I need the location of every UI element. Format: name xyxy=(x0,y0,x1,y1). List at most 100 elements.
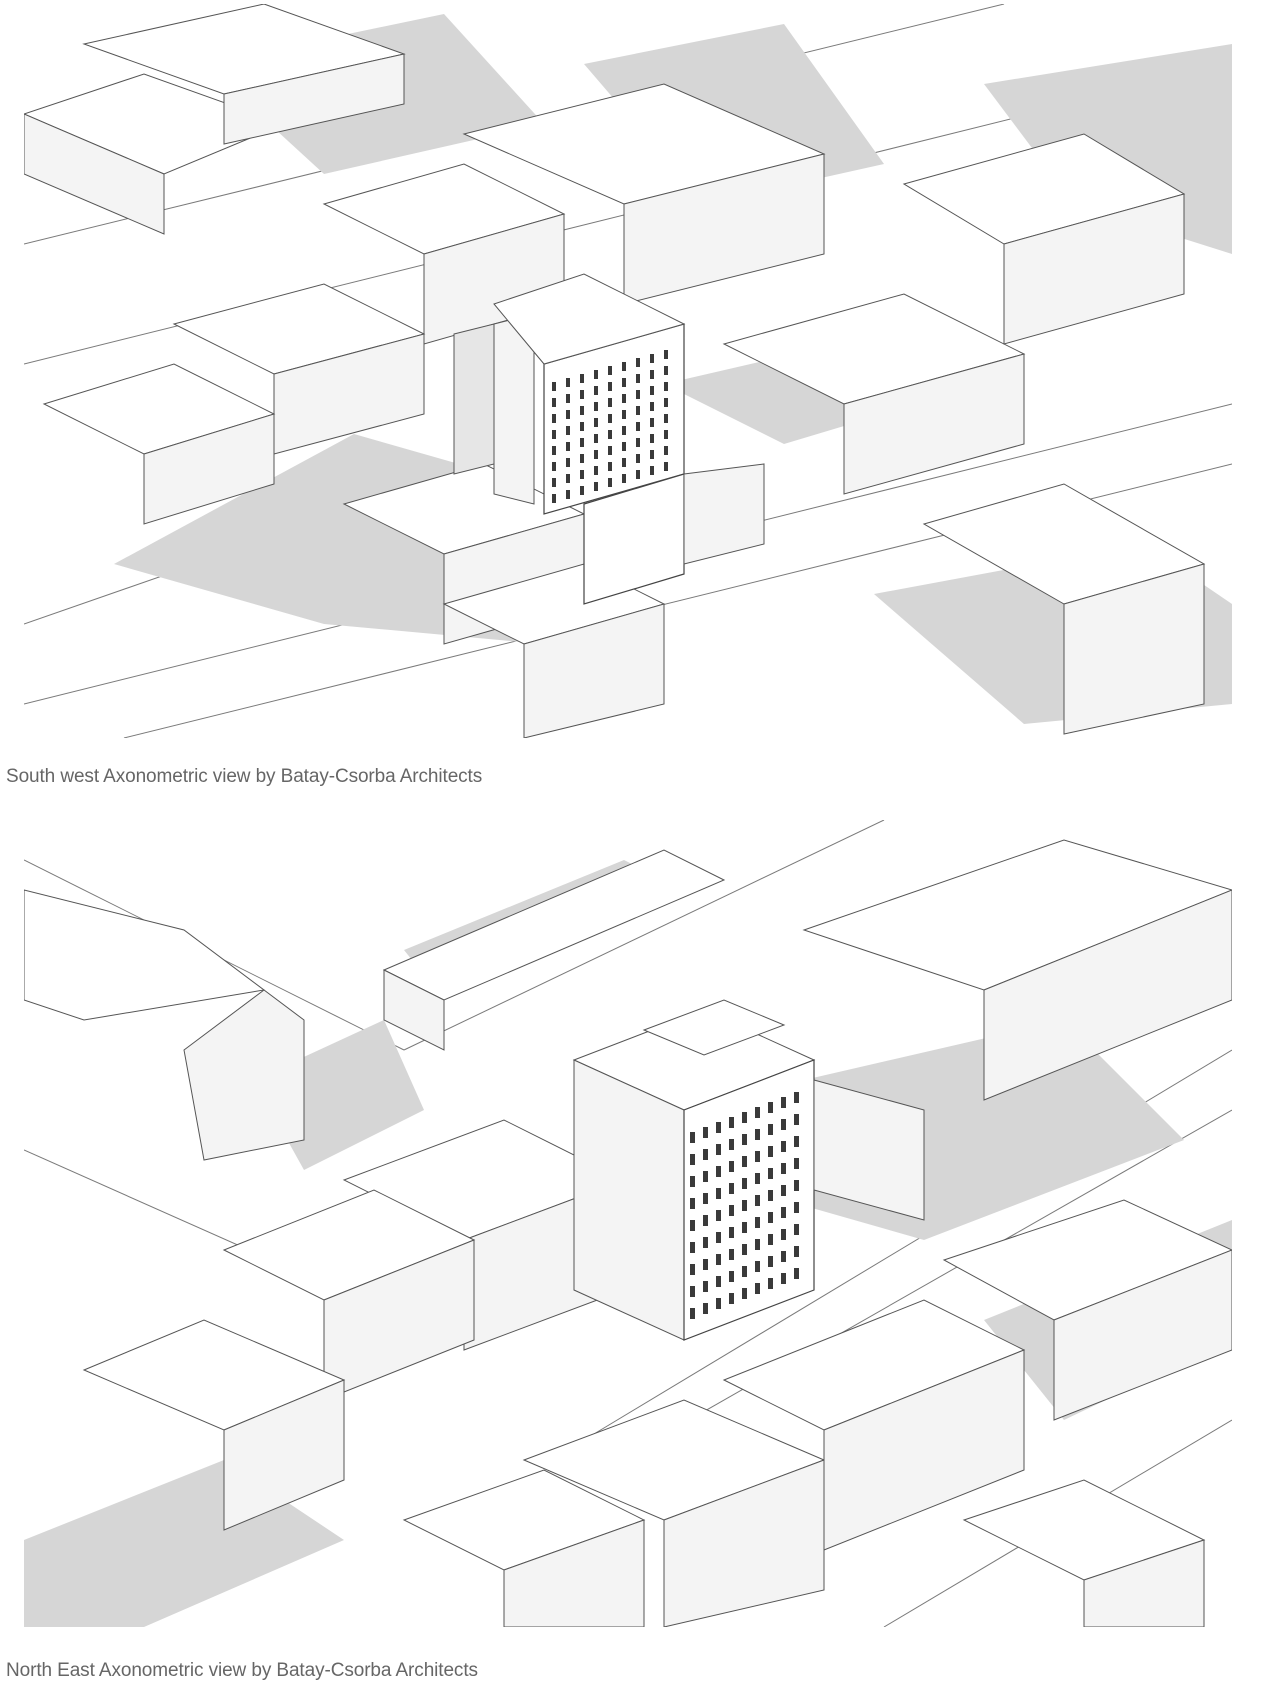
tower-window xyxy=(566,378,570,387)
tower-window xyxy=(622,426,626,435)
tower-window xyxy=(703,1171,708,1182)
tower-window xyxy=(768,1190,773,1201)
tower-window xyxy=(664,462,668,471)
tower-window xyxy=(768,1124,773,1135)
caption-south-west: South west Axonometric view by Batay-Cso… xyxy=(6,766,483,787)
tower-window xyxy=(794,1180,799,1191)
tower-window xyxy=(690,1264,695,1275)
axonometric-svg-south-west xyxy=(24,4,1232,738)
tower-window xyxy=(650,370,654,379)
tower-window xyxy=(716,1188,721,1199)
tower-window xyxy=(566,442,570,451)
tower-window xyxy=(716,1210,721,1221)
tower-window xyxy=(716,1166,721,1177)
tower-window xyxy=(729,1271,734,1282)
tower-window xyxy=(608,398,612,407)
tower-window xyxy=(580,438,584,447)
tower-window xyxy=(636,358,640,367)
axonometric-drawing-north-east xyxy=(24,820,1232,1627)
tower-window xyxy=(636,470,640,479)
tower-window xyxy=(742,1200,747,1211)
tower-window xyxy=(622,442,626,451)
tower-window xyxy=(716,1232,721,1243)
tower-window xyxy=(552,430,556,439)
tower-window xyxy=(608,414,612,423)
tower-window xyxy=(594,434,598,443)
tower-window xyxy=(794,1136,799,1147)
tower-window xyxy=(594,418,598,427)
caption-north-east: North East Axonometric view by Batay-Cso… xyxy=(6,1660,478,1681)
tower-window xyxy=(594,482,598,491)
tower-window xyxy=(622,394,626,403)
featured-tower-north-east xyxy=(572,999,925,1341)
tower-window xyxy=(755,1107,760,1118)
tower-window xyxy=(580,486,584,495)
tower-window xyxy=(552,478,556,487)
tower-window xyxy=(580,454,584,463)
tower-window xyxy=(608,430,612,439)
tower-window xyxy=(690,1220,695,1231)
tower-window xyxy=(768,1234,773,1245)
tower-window xyxy=(781,1207,786,1218)
tower-window xyxy=(729,1249,734,1260)
tower-window xyxy=(552,398,556,407)
tower-window xyxy=(664,414,668,423)
tower-window xyxy=(580,390,584,399)
tower-window xyxy=(781,1141,786,1152)
tower-window xyxy=(703,1281,708,1292)
tower-window xyxy=(622,458,626,467)
tower-window xyxy=(742,1222,747,1233)
tower-window xyxy=(729,1139,734,1150)
tower-window xyxy=(622,362,626,371)
tower-window xyxy=(566,426,570,435)
tower-window xyxy=(636,438,640,447)
tower-window xyxy=(794,1268,799,1279)
tower-window xyxy=(636,390,640,399)
tower-window xyxy=(755,1173,760,1184)
tower-window xyxy=(794,1224,799,1235)
tower-window xyxy=(650,418,654,427)
context-buildings xyxy=(24,4,1206,738)
tower-window xyxy=(594,466,598,475)
tower-window xyxy=(755,1239,760,1250)
tower-window xyxy=(781,1097,786,1108)
tower-window xyxy=(608,446,612,455)
tower-window xyxy=(729,1227,734,1238)
tower-window xyxy=(580,422,584,431)
tower-window xyxy=(768,1256,773,1267)
tower-window xyxy=(794,1114,799,1125)
tower-window xyxy=(636,454,640,463)
tower-window xyxy=(608,382,612,391)
tower-window xyxy=(768,1168,773,1179)
tower-window xyxy=(650,434,654,443)
tower-window xyxy=(716,1276,721,1287)
tower-window xyxy=(664,398,668,407)
tower-window xyxy=(716,1254,721,1265)
tower-window xyxy=(716,1298,721,1309)
tower-window xyxy=(566,410,570,419)
tower-window xyxy=(794,1246,799,1257)
tower-window xyxy=(794,1092,799,1103)
tower-window xyxy=(742,1178,747,1189)
tower-window xyxy=(566,394,570,403)
tower-window xyxy=(755,1151,760,1162)
tower-window xyxy=(755,1261,760,1272)
tower-window xyxy=(622,474,626,483)
tower-window xyxy=(755,1195,760,1206)
tower-window xyxy=(650,402,654,411)
tower-window xyxy=(781,1119,786,1130)
tower-window xyxy=(608,478,612,487)
tower-window xyxy=(636,422,640,431)
tower-window xyxy=(768,1212,773,1223)
tower-window xyxy=(703,1303,708,1314)
tower-window xyxy=(742,1112,747,1123)
tower-window xyxy=(781,1185,786,1196)
tower-window xyxy=(781,1251,786,1262)
tower-window xyxy=(716,1122,721,1133)
tower-window xyxy=(664,430,668,439)
tower-window xyxy=(703,1149,708,1160)
tower-window xyxy=(552,446,556,455)
context-buildings xyxy=(24,839,1232,1627)
tower-window xyxy=(664,446,668,455)
tower-window xyxy=(781,1163,786,1174)
